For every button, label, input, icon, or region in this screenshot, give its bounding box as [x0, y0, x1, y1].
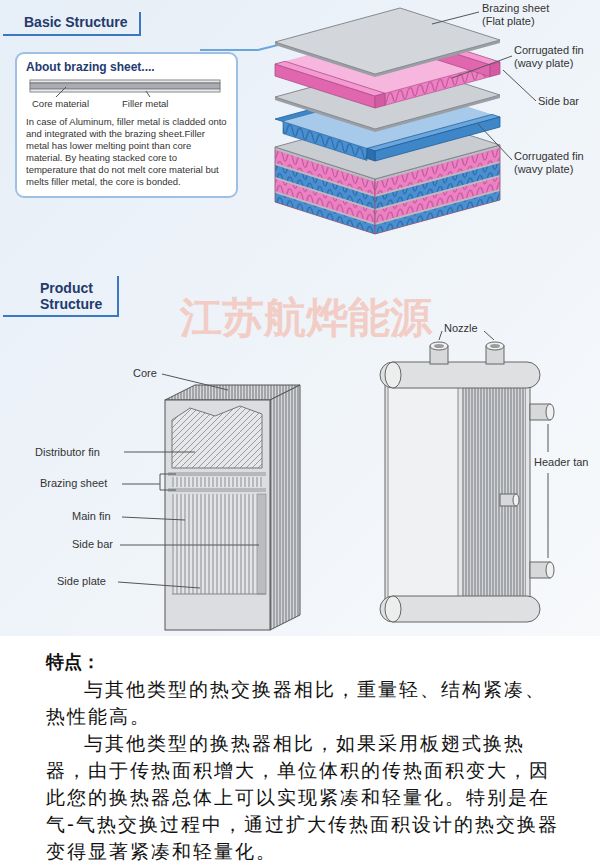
part-label: Header tan	[534, 456, 596, 469]
leader-line	[146, 91, 150, 97]
feature-text: 与其他类型的换热器相比，如果采用板翅式换热器，由于传热面积增大，单位体积的传热面…	[46, 730, 560, 865]
leader-line	[56, 87, 66, 97]
filler-layer	[30, 89, 220, 92]
part-label: Nozzle	[444, 322, 488, 335]
core-layer	[30, 83, 220, 89]
brazing-sheet-symbol	[26, 78, 226, 98]
callout-box: About brazing sheet.... Core material Fill…	[15, 52, 238, 198]
section-heading: Basic Structure	[24, 14, 140, 30]
part-label: Side bar	[72, 538, 120, 551]
watermark: 江苏航烨能源	[180, 290, 450, 346]
part-label: Brazing sheet (Flat plate)	[482, 2, 564, 28]
layer-label: Core material	[32, 98, 89, 109]
part-label: Brazing sheet	[40, 477, 122, 490]
part-label: Corrugated fin (wavy plate)	[514, 44, 596, 70]
callout-text: In case of Aluminum, filler metal is cla…	[26, 116, 227, 188]
part-label: Side plate	[57, 575, 119, 588]
part-label: Core	[133, 367, 163, 380]
feature-text: 与其他类型的热交换器相比，重量轻、结构紧凑、热性能高。	[46, 676, 560, 730]
section-heading: Product Structure	[40, 280, 118, 312]
part-label: Main fin	[72, 510, 122, 523]
part-label: Distributor fin	[35, 446, 125, 459]
part-label: Side bar	[538, 95, 596, 108]
part-label: Corrugated fin (wavy plate)	[514, 150, 596, 176]
feature-heading: 特点：	[46, 648, 166, 675]
layer-label: Filler metal	[122, 98, 168, 109]
callout-heading: About brazing sheet....	[26, 60, 227, 74]
label-row: Core material Filler metal	[26, 98, 227, 112]
